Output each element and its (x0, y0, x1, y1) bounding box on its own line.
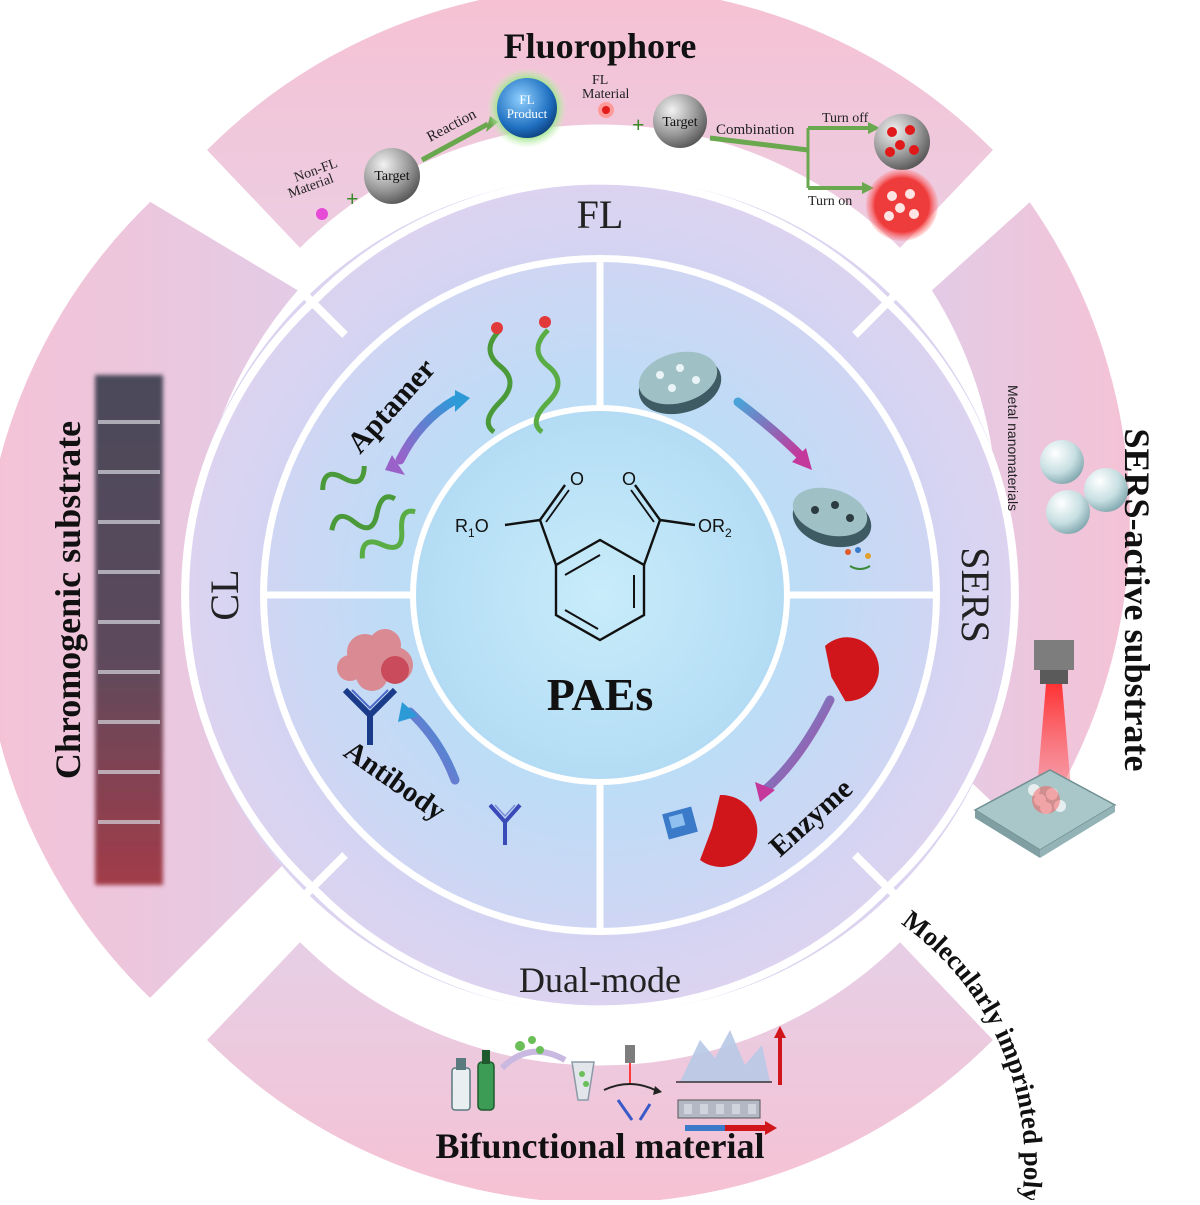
technique-label-dual: Dual-mode (519, 960, 681, 1000)
svg-text:Target: Target (374, 169, 409, 184)
outer-segment-bottom (202, 937, 998, 1205)
material-label-top: Fluorophore (504, 26, 697, 66)
bifunctional-panel (451, 1026, 786, 1135)
substituent-left: R1O (455, 516, 489, 540)
svg-text:Turn on: Turn on (808, 194, 852, 209)
substituent-right: OR2 (698, 516, 732, 540)
technique-label-cl: CL (202, 569, 247, 620)
enzyme-illustration (662, 637, 879, 867)
antibody-illustration (337, 629, 522, 845)
carbonyl-o-right: O (622, 469, 636, 489)
svg-text:Product: Product (507, 106, 548, 121)
svg-text:Target: Target (662, 115, 697, 130)
technique-label-fl: FL (577, 192, 624, 237)
svg-text:+: + (346, 186, 359, 211)
svg-text:FL: FL (519, 92, 534, 107)
center-disk (416, 411, 784, 779)
svg-text:Turn off: Turn off (822, 111, 869, 126)
material-label-left: Chromogenic substrate (48, 421, 88, 779)
svg-text:Material: Material (582, 87, 630, 102)
outer-segment-top (202, 0, 998, 253)
material-label-bottom: Bifunctional material (436, 1126, 765, 1166)
metal-nanomaterials-label: Metal nanomaterials (1005, 385, 1021, 511)
center-title: PAEs (547, 669, 654, 720)
technique-ring-dividers (181, 176, 1019, 1014)
chromogenic-strip (95, 375, 163, 885)
mip-illustration (638, 351, 872, 570)
pae-structure (504, 484, 696, 642)
sers-panel: Metal nanomaterials (973, 385, 1128, 858)
svg-text:Combination: Combination (716, 122, 795, 138)
aptamer-illustration (320, 316, 561, 559)
svg-text:FL: FL (592, 73, 608, 88)
carbonyl-o-left: O (570, 469, 584, 489)
technique-label-sers: SERS (953, 547, 998, 643)
svg-text:+: + (632, 112, 645, 137)
